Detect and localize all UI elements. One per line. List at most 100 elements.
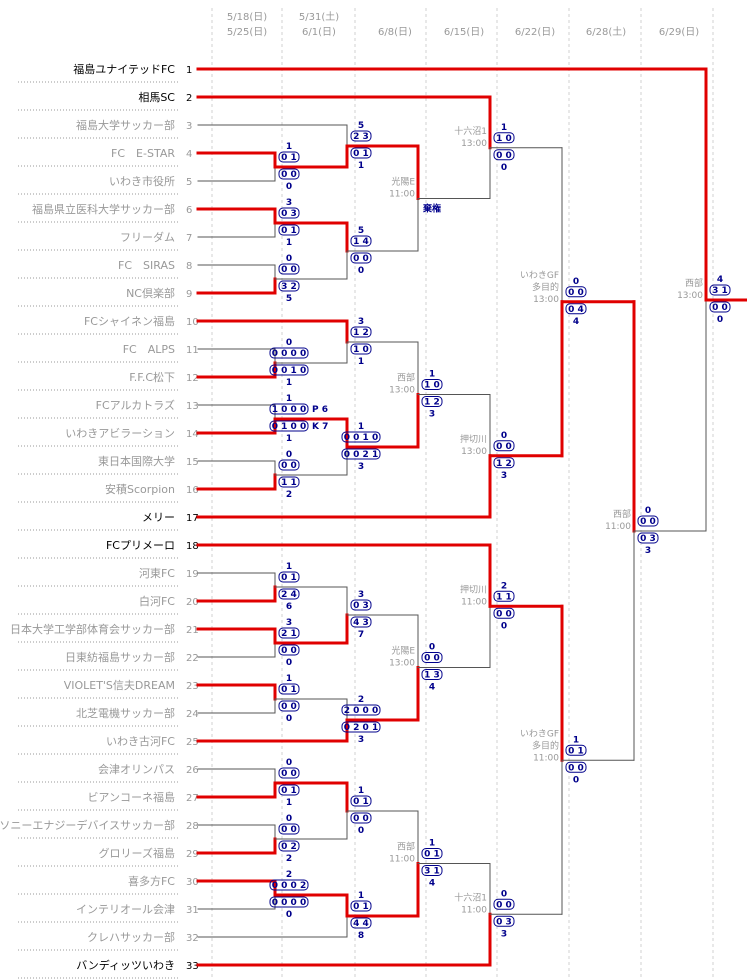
score-bracket bbox=[421, 379, 443, 390]
score-bottom-total: 3 bbox=[501, 471, 507, 481]
score-top-halves: 0 1 bbox=[353, 902, 369, 912]
team-name: FCアルカトラズ bbox=[96, 398, 175, 412]
team-number: 26 bbox=[186, 765, 199, 776]
team-number: 19 bbox=[186, 569, 199, 580]
score-top-total: 1 bbox=[358, 422, 364, 432]
score-bottom-halves: 0 0 1 0 bbox=[272, 366, 306, 376]
match-venue: 11:00 bbox=[605, 522, 631, 532]
score-bracket bbox=[278, 263, 300, 275]
score-bracket bbox=[350, 616, 372, 628]
score-top-halves: 0 0 bbox=[281, 265, 297, 275]
score-top-halves: 0 3 bbox=[281, 209, 297, 219]
score-bracket bbox=[493, 457, 515, 469]
score-top-halves: 0 0 bbox=[281, 769, 297, 779]
team-name: いわきアビラーション bbox=[65, 427, 175, 440]
score-bracket bbox=[278, 571, 300, 583]
team-name: 河東FC bbox=[139, 567, 175, 580]
team-name: NC倶楽部 bbox=[126, 286, 175, 300]
score-bottom-halves: 0 0 bbox=[353, 254, 369, 264]
score-bottom-total: 1 bbox=[286, 378, 292, 388]
score-top-total: 1 bbox=[501, 123, 507, 133]
score-bracket bbox=[278, 588, 300, 600]
score-top-total: 1 bbox=[286, 562, 292, 572]
score-top-total: 2 bbox=[501, 581, 507, 591]
score-top-halves: 3 1 bbox=[712, 286, 728, 296]
match-venue: 光陽E bbox=[391, 645, 415, 657]
score-bottom-halves: 0 1 bbox=[281, 786, 297, 796]
score-top-halves: 0 0 0 0 bbox=[272, 349, 306, 359]
round-date: 5/31(土) bbox=[299, 10, 339, 23]
score-bottom-halves: 0 0 bbox=[281, 702, 297, 712]
team-number: 7 bbox=[186, 233, 192, 244]
score-top-total: 1 bbox=[429, 839, 435, 849]
round-date: 6/28(土) bbox=[586, 25, 626, 38]
score-bottom-total: 0 bbox=[286, 182, 292, 192]
team-name: 日本大学工学部体育会サッカー部 bbox=[10, 622, 175, 636]
match-venue: いわきGF bbox=[520, 270, 559, 281]
team-name: FCシャイネン福島 bbox=[84, 314, 175, 328]
score-bottom-total: 0 bbox=[501, 621, 507, 631]
match-venue: 13:00 bbox=[677, 291, 703, 301]
pk-note: K 7 bbox=[312, 422, 328, 432]
team-name: FCプリメーロ bbox=[106, 539, 175, 552]
score-bottom-total: 8 bbox=[358, 931, 364, 941]
score-bracket bbox=[421, 865, 443, 876]
match-venue: 多目的 bbox=[532, 739, 559, 751]
score-top-halves: 0 0 bbox=[640, 517, 656, 527]
score-bottom-total: 4 bbox=[573, 317, 579, 327]
score-bracket bbox=[350, 252, 372, 264]
score-bottom-total: 1 bbox=[286, 238, 292, 248]
score-top-halves: 0 1 bbox=[568, 746, 584, 756]
match-venue: 11:00 bbox=[389, 190, 415, 200]
score-bottom-halves: 1 1 bbox=[281, 478, 297, 488]
score-bottom-halves: 4 3 bbox=[353, 618, 369, 628]
team-number: 29 bbox=[186, 849, 199, 860]
score-bottom-halves: 0 0 bbox=[568, 763, 584, 773]
score-top-halves: 1 1 bbox=[496, 592, 512, 602]
score-bottom-total: 0 bbox=[501, 163, 507, 173]
score-bottom-halves: 0 3 bbox=[640, 534, 656, 544]
score-top-total: 1 bbox=[286, 674, 292, 684]
score-bottom-total: 1 bbox=[286, 798, 292, 808]
match-venue: 11:00 bbox=[389, 855, 415, 865]
score-top-halves: 0 1 bbox=[424, 850, 440, 860]
score-bottom-total: 3 bbox=[645, 546, 651, 556]
score-top-total: 1 bbox=[358, 786, 364, 796]
team-number: 27 bbox=[186, 793, 199, 804]
score-bottom-total: 5 bbox=[286, 294, 292, 304]
score-bracket bbox=[565, 303, 587, 315]
match-venue: 13:00 bbox=[461, 139, 487, 149]
score-bottom-total: 2 bbox=[286, 854, 292, 864]
score-top-total: 3 bbox=[286, 198, 292, 208]
team-name: いわき古河FC bbox=[106, 735, 175, 748]
score-bracket bbox=[493, 607, 515, 619]
score-bottom-total: 0 bbox=[358, 826, 364, 836]
score-top-halves: 0 0 1 0 bbox=[344, 433, 378, 443]
score-top-total: 0 bbox=[286, 814, 292, 824]
score-top-total: 0 bbox=[501, 889, 507, 899]
match-venue: 西部 bbox=[397, 372, 415, 384]
score-bottom-total: 0 bbox=[358, 266, 364, 276]
score-bracket bbox=[278, 168, 300, 180]
score-bracket bbox=[269, 879, 309, 891]
team-number: 17 bbox=[186, 513, 199, 524]
team-name: インテリオール会津 bbox=[76, 903, 175, 916]
score-bottom-halves: 4 4 bbox=[353, 919, 369, 929]
score-bracket bbox=[269, 347, 309, 359]
team-number: 9 bbox=[186, 289, 192, 300]
score-top-halves: 1 2 bbox=[353, 328, 369, 338]
score-bracket bbox=[278, 151, 300, 163]
score-bottom-halves: 0 0 bbox=[496, 609, 512, 619]
score-bottom-halves: 3 2 bbox=[281, 282, 297, 292]
team-number: 18 bbox=[186, 541, 199, 552]
score-bottom-halves: 0 1 0 0 bbox=[272, 422, 306, 432]
score-bracket bbox=[341, 721, 381, 733]
match-venue: 多目的 bbox=[532, 281, 559, 293]
team-name: 安積Scorpion bbox=[105, 482, 175, 496]
score-bracket bbox=[350, 326, 372, 338]
team-number: 16 bbox=[186, 485, 199, 496]
score-top-total: 3 bbox=[358, 317, 364, 327]
score-bottom-halves: 1 0 bbox=[353, 345, 369, 355]
match-venue: 13:00 bbox=[533, 295, 559, 305]
